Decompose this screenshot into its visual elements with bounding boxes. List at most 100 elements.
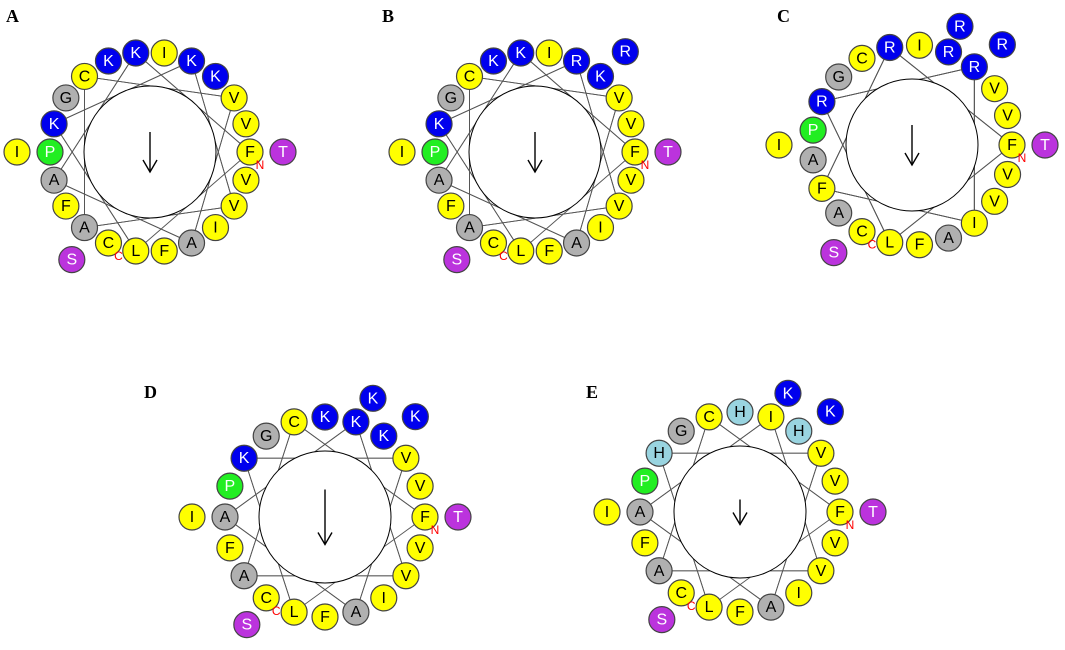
residue-a: A — [799, 146, 827, 174]
outer-residue-t: T — [859, 498, 887, 526]
svg-text:I: I — [917, 37, 921, 54]
svg-text:I: I — [547, 45, 551, 62]
residue-a: A — [825, 199, 853, 227]
residue-a: A — [211, 503, 239, 531]
panel-label: A — [6, 6, 19, 26]
residue-l: L — [122, 237, 150, 265]
residue-i: I — [370, 584, 398, 612]
svg-text:V: V — [401, 450, 412, 467]
n-terminus-label: N — [846, 518, 855, 532]
residue-i: I — [535, 39, 563, 67]
residue-k: K — [479, 47, 508, 75]
residue-p: P — [36, 138, 64, 166]
svg-text:K: K — [410, 409, 421, 426]
residue-c: C — [70, 62, 99, 91]
residue-f: FN — [236, 138, 264, 172]
residue-l: L — [876, 228, 904, 257]
svg-text:R: R — [969, 59, 981, 76]
residue-i: I — [960, 209, 988, 237]
n-terminus-label: N — [641, 158, 650, 172]
c-terminus-label: C — [499, 249, 508, 263]
residue-a: A — [455, 213, 484, 242]
residue-c: C — [280, 408, 308, 436]
residue-v: V — [807, 557, 835, 585]
residue-r: R — [934, 38, 963, 66]
panel-label: C — [777, 6, 790, 26]
residue-i: I — [586, 213, 615, 242]
svg-text:R: R — [943, 44, 955, 61]
residue-g: G — [252, 422, 280, 450]
residue-k: K — [311, 403, 339, 431]
residue-v: V — [617, 166, 645, 194]
svg-text:K: K — [825, 404, 836, 421]
svg-text:V: V — [241, 172, 252, 189]
svg-text:C: C — [856, 50, 868, 67]
residue-r: R — [960, 53, 988, 81]
svg-text:A: A — [49, 172, 60, 189]
svg-text:T: T — [663, 144, 673, 161]
svg-text:K: K — [320, 409, 331, 426]
residue-f: F — [905, 231, 934, 259]
residue-f: F — [726, 598, 754, 626]
svg-text:L: L — [705, 599, 714, 616]
outer-residue-i: I — [178, 503, 206, 531]
svg-text:L: L — [131, 243, 140, 260]
residue-a: A — [230, 562, 258, 590]
svg-text:A: A — [654, 563, 665, 580]
moment-arrow-icon — [904, 125, 920, 167]
moment-arrow-icon — [527, 132, 543, 174]
svg-text:R: R — [816, 94, 828, 111]
svg-text:A: A — [239, 568, 250, 585]
residue-a: A — [40, 166, 68, 194]
residue-a: A — [70, 213, 99, 242]
residue-v: V — [406, 534, 434, 562]
svg-text:C: C — [856, 224, 868, 241]
svg-text:I: I — [972, 215, 976, 232]
svg-text:V: V — [229, 90, 240, 107]
outer-residue-k: K — [401, 403, 429, 431]
svg-text:F: F — [420, 509, 430, 526]
residue-c: CC — [479, 229, 508, 263]
residue-k: K — [40, 110, 68, 138]
svg-text:K: K — [515, 45, 526, 62]
residue-f: FN — [411, 503, 439, 537]
svg-text:K: K — [239, 450, 250, 467]
svg-text:K: K — [130, 45, 141, 62]
svg-text:K: K — [210, 68, 221, 85]
outer-residue-i: I — [593, 498, 621, 526]
svg-text:R: R — [884, 40, 896, 57]
residue-p: P — [631, 467, 659, 495]
residue-p: P — [216, 472, 244, 500]
svg-text:L: L — [516, 243, 525, 260]
svg-text:R: R — [620, 44, 632, 61]
panel-label: D — [144, 382, 157, 402]
outer-residue-k: K — [359, 384, 387, 412]
moment-arrow-icon — [317, 489, 333, 546]
residue-k: K — [94, 47, 123, 75]
svg-text:C: C — [703, 409, 715, 426]
svg-text:F: F — [835, 504, 845, 521]
residue-v: V — [605, 84, 633, 112]
residue-l: L — [507, 237, 535, 265]
residue-l: L — [280, 598, 308, 626]
svg-text:A: A — [635, 504, 646, 521]
residue-v: V — [392, 444, 420, 472]
residue-h: H — [726, 398, 754, 426]
svg-text:V: V — [229, 198, 240, 215]
residue-v: V — [981, 187, 1009, 215]
svg-text:C: C — [79, 68, 91, 85]
residue-g: G — [825, 63, 853, 91]
residue-f: FN — [621, 138, 650, 172]
svg-text:R: R — [997, 37, 1009, 54]
svg-text:V: V — [415, 478, 426, 495]
outer-residues: TSI — [3, 138, 297, 274]
c-terminus-label: C — [272, 604, 281, 618]
svg-text:H: H — [653, 445, 665, 462]
svg-text:P: P — [808, 122, 819, 139]
